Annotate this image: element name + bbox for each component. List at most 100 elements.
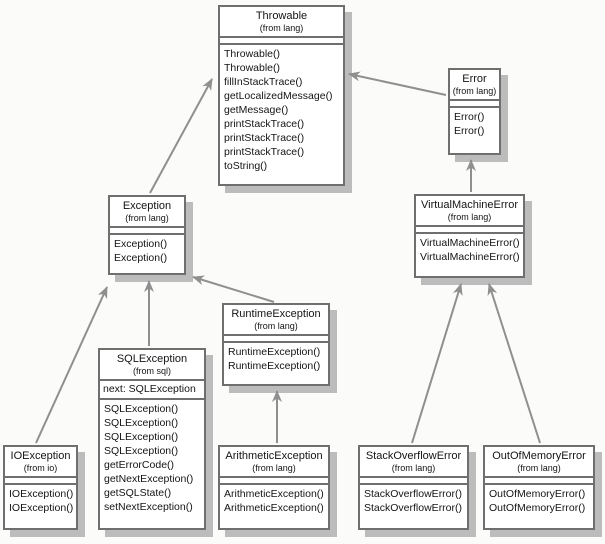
class-method: StackOverflowError(): [364, 502, 463, 514]
edge-exception-to-throwable: [149, 78, 213, 194]
class-name: SQLException: [116, 353, 188, 365]
edge-io-exception-to-exception: [35, 286, 108, 444]
class-header-virtual-machine-error: VirtualMachineError(from lang): [416, 196, 523, 227]
class-name: VirtualMachineError: [420, 199, 518, 211]
class-box-stack-overflow-error: StackOverflowError(from lang)StackOverfl…: [358, 445, 469, 530]
class-package: (from lang): [254, 321, 298, 331]
class-method: printStackTrace(): [224, 146, 305, 158]
class-method: OutOfMemoryError(): [489, 502, 586, 514]
class-attributes-stack-overflow-error: [360, 478, 467, 485]
class-method: getNextException(): [104, 473, 194, 485]
class-methods-exception: Exception() Exception(): [110, 235, 184, 273]
class-method: SQLException(): [104, 445, 179, 457]
class-method: printStackTrace(): [224, 132, 305, 144]
class-methods-runtime-exception: RuntimeException() RuntimeException(): [224, 343, 328, 384]
class-method: getErrorCode(): [104, 459, 175, 471]
class-method: IOException(): [9, 488, 74, 500]
class-method: Throwable(): [224, 62, 281, 74]
class-name: RuntimeException: [231, 308, 321, 320]
class-method: getSQLState(): [104, 487, 172, 499]
edge-error-to-throwable: [348, 71, 447, 96]
class-method: SQLException(): [104, 417, 179, 429]
class-header-runtime-exception: RuntimeException(from lang): [224, 305, 328, 336]
class-method: Exception(): [114, 252, 168, 264]
class-name: OutOfMemoryError: [492, 450, 586, 462]
class-package: (from lang): [452, 86, 497, 96]
class-box-virtual-machine-error: VirtualMachineError(from lang)VirtualMac…: [414, 194, 525, 278]
class-methods-arithmetic-exception: ArithmeticException() ArithmeticException…: [220, 485, 328, 528]
class-method: IOException(): [9, 502, 74, 514]
class-box-throwable: Throwable(from lang)Throwable()Throwable…: [218, 5, 345, 186]
class-attributes-error: [450, 101, 499, 108]
class-package: (from lang): [252, 463, 296, 473]
class-box-out-of-memory-error: OutOfMemoryError(from lang)OutOfMemoryEr…: [483, 445, 595, 530]
class-methods-error: Error()Error(): [450, 108, 499, 153]
class-attribute: next: SQLException: [103, 383, 196, 395]
class-box-io-exception: IOException(from io)IOException()IOExcep…: [3, 445, 78, 530]
edge-stack-overflow-error-to-virtual-machine-error: [411, 283, 463, 444]
class-method: printStackTrace(): [224, 118, 305, 130]
class-method: ArithmeticException(): [224, 502, 324, 514]
class-header-io-exception: IOException(from io): [5, 447, 76, 478]
class-name: IOException: [10, 450, 71, 462]
class-header-error: Error(from lang): [450, 70, 499, 101]
class-package: (from lang): [259, 23, 304, 33]
class-attributes-sql-exception: next: SQLException: [100, 381, 204, 400]
class-box-exception: Exception(from lang)Exception()Exception…: [108, 195, 186, 275]
class-method: fillInStackTrace(): [224, 76, 303, 88]
class-header-out-of-memory-error: OutOfMemoryError(from lang): [485, 447, 593, 478]
class-method: RuntimeException(): [228, 360, 321, 372]
class-box-runtime-exception: RuntimeException(from lang)RuntimeExcept…: [222, 303, 330, 386]
class-method: Exception(): [114, 238, 168, 250]
class-method: ArithmeticException(): [224, 488, 324, 500]
class-method: OutOfMemoryError(): [489, 488, 586, 500]
class-methods-virtual-machine-error: VirtualMachineError() VirtualMachineError…: [416, 234, 523, 276]
class-box-sql-exception: SQLException(from sql) next: SQLException…: [98, 348, 206, 530]
class-methods-io-exception: IOException() IOException(): [5, 485, 76, 528]
class-package: (from io): [23, 463, 58, 473]
edge-out-of-memory-error-to-virtual-machine-error: [487, 283, 541, 444]
class-method: StackOverflowError(): [364, 488, 463, 500]
class-methods-sql-exception: SQLException() SQLException() SQLException…: [100, 400, 204, 528]
class-method: VirtualMachineError(): [420, 237, 520, 249]
class-method: SQLException(): [104, 403, 179, 415]
class-box-error: Error(from lang) Error()Error(): [448, 68, 501, 155]
class-header-throwable: Throwable(from lang): [220, 7, 343, 38]
edge-runtime-exception-to-exception: [192, 275, 275, 303]
class-method: toString(): [224, 160, 268, 172]
class-name: Error: [462, 73, 487, 85]
class-package: (from lang): [447, 212, 492, 222]
class-name: ArithmeticException: [225, 450, 323, 462]
class-method: RuntimeException(): [228, 346, 321, 358]
class-methods-out-of-memory-error: OutOfMemoryError() OutOfMemoryError(): [485, 485, 593, 528]
class-attributes-arithmetic-exception: [220, 478, 328, 485]
class-name: Exception: [122, 200, 172, 212]
class-methods-throwable: Throwable() Throwable() fillInStackTrace()…: [220, 45, 343, 184]
class-package: (from lang): [517, 463, 561, 473]
class-method: getLocalizedMessage(): [224, 90, 333, 102]
class-attributes-io-exception: [5, 478, 76, 485]
class-methods-stack-overflow-error: StackOverflowError() StackOverflowError(): [360, 485, 467, 528]
class-attributes-exception: [110, 228, 184, 235]
class-header-sql-exception: SQLException(from sql): [100, 350, 204, 381]
class-box-arithmetic-exception: ArithmeticException(from lang)Arithmetic…: [218, 445, 330, 530]
class-package: (from sql): [133, 366, 171, 376]
class-name: Throwable: [255, 10, 308, 22]
class-method: SQLException(): [104, 431, 179, 443]
class-name: StackOverflowError: [365, 450, 462, 462]
class-header-arithmetic-exception: ArithmeticException(from lang): [220, 447, 328, 478]
class-attributes-runtime-exception: [224, 336, 328, 343]
class-method: setNextException(): [104, 501, 193, 513]
class-attributes-throwable: [220, 38, 343, 45]
class-package: (from lang): [125, 213, 169, 223]
class-method: Error(): [454, 111, 485, 123]
class-method: Throwable(): [224, 48, 281, 60]
class-package: (from lang): [391, 463, 436, 473]
class-header-exception: Exception(from lang): [110, 197, 184, 228]
class-attributes-out-of-memory-error: [485, 478, 593, 485]
class-method: getMessage(): [224, 104, 289, 116]
class-header-stack-overflow-error: StackOverflowError(from lang): [360, 447, 467, 478]
class-attributes-virtual-machine-error: [416, 227, 523, 234]
class-method: VirtualMachineError(): [420, 251, 520, 263]
